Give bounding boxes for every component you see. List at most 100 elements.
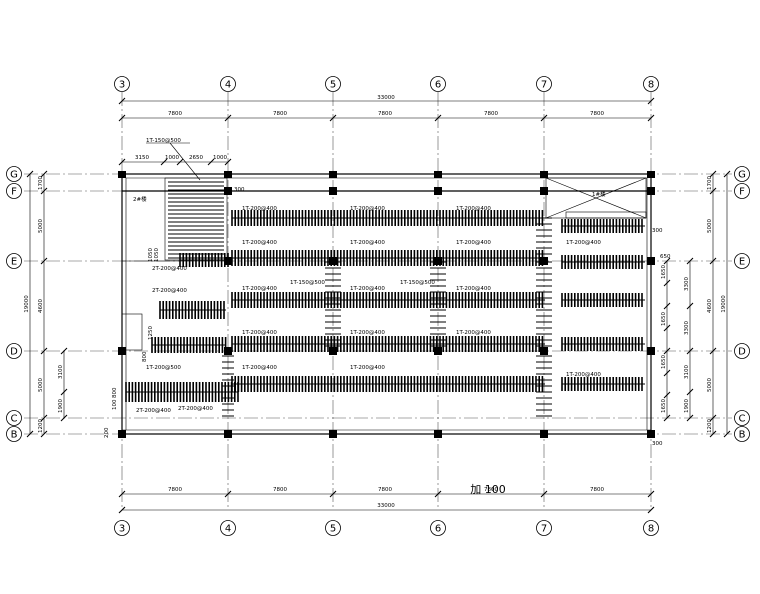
dim-bay-top-4: 7800 [484, 111, 498, 117]
svg-text:5: 5 [330, 524, 336, 535]
rebar-label-1: 1T-200@400 [242, 206, 277, 212]
rebar-band-left-3 [125, 382, 239, 402]
axis-bubble-top-3: 3 [114, 76, 130, 92]
svg-text:E: E [11, 257, 17, 268]
svg-text:4: 4 [225, 524, 231, 535]
dimension-right: 1700 5000 4600 5000 1200 19000 3300 3300… [661, 170, 731, 438]
axis-bubble-top-5: 5 [325, 76, 341, 92]
rebar-label-9: 1T-150@500 [290, 280, 325, 286]
rebar-band-main-5 [231, 376, 545, 392]
rebar-band-left-2 [151, 337, 227, 353]
rebar-label-20: 2T-200@400 [152, 266, 187, 272]
misc-dim-4: 200 [104, 427, 110, 438]
dim-right-5: 1200 [707, 419, 713, 433]
svg-text:D: D [10, 347, 18, 358]
rebar-label-5: 1T-200@400 [350, 240, 385, 246]
svg-text:6: 6 [435, 80, 441, 91]
misc-dim-2: 300 [652, 228, 663, 234]
svg-text:D: D [738, 347, 746, 358]
stair-rebar-label: 1T-150@500 [146, 138, 181, 144]
axis-bubble-bottom-5: 5 [325, 520, 341, 536]
axis-bubble-top-4: 4 [220, 76, 236, 92]
axis-bubble-right-C: C [734, 410, 750, 426]
rebar-band-left-4 [179, 253, 229, 267]
rebar-label-14: 1T-200@400 [350, 330, 385, 336]
rebar-band-main-1 [231, 210, 545, 226]
rebar-band-main-3 [231, 292, 545, 308]
rebar-label-7: 1T-200@400 [566, 240, 601, 246]
rebar-band-right-4 [561, 337, 645, 351]
stair-label-right: 1#楼 [592, 190, 606, 198]
dimension-left: 1700 5000 4600 5000 1200 19000 3100 1900 [24, 170, 68, 438]
svg-text:G: G [10, 170, 18, 181]
misc-dim-11: 650 [660, 254, 671, 260]
rebar-band-right-2 [561, 255, 645, 269]
svg-text:C: C [739, 414, 746, 425]
dim-right-small-1: 1650 [661, 265, 667, 279]
svg-text:C: C [11, 414, 18, 425]
rebar-beam-axis-3 [536, 261, 552, 347]
dim-right-inner-2: 3300 [684, 321, 690, 335]
dim-left-5: 1200 [38, 419, 44, 433]
dim-right-total: 19000 [721, 295, 727, 313]
dim-seg-2: 1000 [165, 155, 179, 161]
axis-bubble-left-C: C [6, 410, 22, 426]
axis-bubble-right-F: F [734, 183, 750, 199]
dim-left-inner-1: 3100 [58, 365, 64, 379]
dim-left-2: 5000 [38, 219, 44, 233]
rebar-band-right-5 [561, 377, 645, 391]
dim-bay-top-2: 7800 [273, 111, 287, 117]
dim-right-small-2: 1650 [661, 312, 667, 326]
rebar-label-16: 1T-200@500 [146, 365, 181, 371]
dim-right-3: 4600 [707, 299, 713, 313]
rebar-beam-axis-7-bottom [536, 355, 552, 417]
rebar-label-19: 1T-200@400 [566, 372, 601, 378]
dim-right-inner-4: 1900 [684, 399, 690, 413]
axis-bubble-bottom-3: 3 [114, 520, 130, 536]
svg-text:6: 6 [435, 524, 441, 535]
dimension-bottom: 7800 7800 7800 7800 7800 33000 加 100 [118, 483, 655, 514]
rebar-beam-axis-7-top [536, 217, 552, 255]
dim-left-3: 4600 [38, 299, 44, 313]
rebar-beam-axis-1 [325, 261, 341, 347]
columns [118, 171, 655, 438]
dim-total-bottom: 33000 [377, 503, 395, 509]
rebar-label-21: 2T-200@400 [152, 288, 187, 294]
dim-bay-bottom-3: 7800 [378, 487, 392, 493]
dim-bay-top-5: 7800 [590, 111, 604, 117]
rebar-beam-axis-2 [430, 261, 446, 347]
dim-bay-bottom-5: 7800 [590, 487, 604, 493]
svg-text:7: 7 [541, 80, 547, 91]
axis-bubble-left-G: G [6, 166, 22, 182]
axis-bubble-right-E: E [734, 253, 750, 269]
rebar-label-12: 1T-200@400 [456, 286, 491, 292]
rebar-label-18: 1T-200@400 [350, 365, 385, 371]
axis-bubble-bottom-7: 7 [536, 520, 552, 536]
rebar-label-3: 1T-200@400 [456, 206, 491, 212]
axis-bubble-top-7: 7 [536, 76, 552, 92]
rebar-stair-left [168, 181, 224, 259]
axis-bubble-top-8: 8 [643, 76, 659, 92]
stair-label-left: 2#楼 [133, 195, 147, 203]
svg-text:4: 4 [225, 80, 231, 91]
dim-bay-top-3: 7800 [378, 111, 392, 117]
misc-dim-3: 300 [652, 441, 663, 447]
rebar-label-2: 1T-200@400 [350, 206, 385, 212]
dim-bay-top-1: 7800 [168, 111, 182, 117]
dim-left-inner-2: 1900 [58, 399, 64, 413]
svg-text:7: 7 [541, 524, 547, 535]
misc-dim-9: 800 [112, 387, 118, 398]
svg-text:3: 3 [119, 524, 125, 535]
axis-bubble-left-D: D [6, 343, 22, 359]
misc-dim-7: 1250 [148, 326, 154, 340]
svg-text:F: F [739, 187, 745, 198]
rebar-label-8: 1T-200@400 [242, 286, 277, 292]
dimension-top: 33000 7800 7800 7800 7800 7800 3150 1000… [118, 95, 655, 166]
rebar-bands [125, 181, 645, 417]
dim-right-inner-1: 3300 [684, 277, 690, 291]
svg-text:8: 8 [648, 524, 654, 535]
dim-total-top: 33000 [377, 95, 395, 101]
misc-dim-5: 1050 [148, 248, 154, 262]
rebar-label-23: 2T-200@400 [178, 406, 213, 412]
